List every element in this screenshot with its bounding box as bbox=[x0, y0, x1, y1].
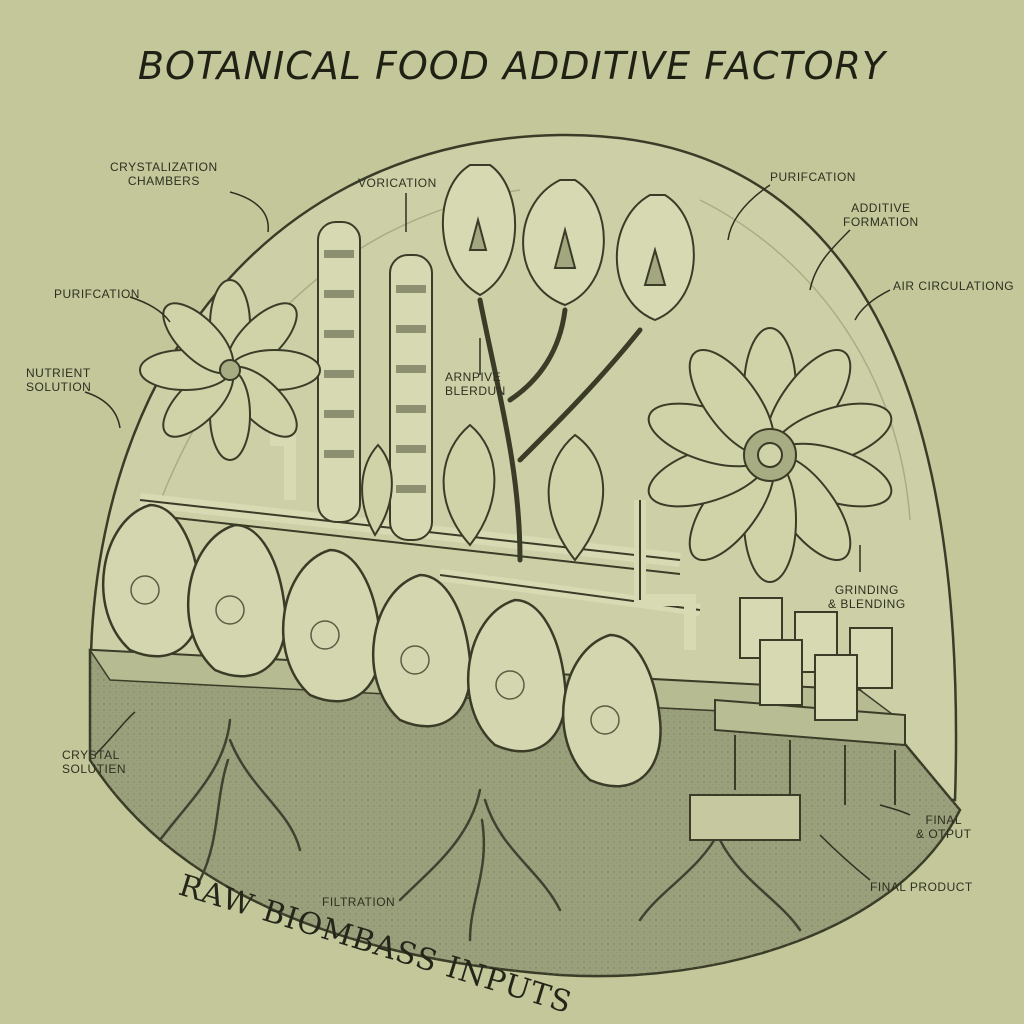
label-crystallization-chambers: CRYSTALIZATION CHAMBERS bbox=[110, 160, 218, 188]
right-flower bbox=[647, 327, 893, 583]
label-final-output: FINAL & OTPUT bbox=[916, 813, 972, 841]
label-additive-blending: ARNPIVE BLERDUN bbox=[445, 370, 506, 398]
label-final-product: FINAL PRODUCT bbox=[870, 880, 973, 894]
label-crystal-solution: CRYSTAL SOLUTIEN bbox=[62, 748, 127, 776]
diagram-title: BOTANICAL FOOD ADDITIVE FACTORY bbox=[137, 44, 887, 88]
label-air-circulating: AIR CIRCULATIONG bbox=[893, 279, 1015, 293]
leaves bbox=[361, 423, 605, 562]
label-vorication: VORICATION bbox=[358, 176, 437, 190]
roots bbox=[158, 718, 802, 942]
label-filtration: FILTRATION bbox=[322, 895, 396, 909]
label-grinding-blending: GRINDING & BLENDING bbox=[828, 583, 906, 611]
purification-columns bbox=[317, 221, 433, 541]
callout-arrows bbox=[84, 184, 911, 881]
grinding-units bbox=[689, 597, 906, 841]
plant-stem bbox=[477, 297, 643, 563]
crystallization-pods bbox=[441, 164, 695, 322]
label-additive-formation: ADDITIVE FORMATION bbox=[843, 201, 919, 229]
left-flower bbox=[139, 279, 321, 461]
bioreactor-pods bbox=[101, 503, 662, 788]
label-purification-top: PURIFCATION bbox=[770, 170, 856, 184]
label-nutrient-solution: NUTRIENT SOLUTION bbox=[26, 366, 92, 394]
label-purification-left: PURIFCATION bbox=[54, 287, 140, 301]
